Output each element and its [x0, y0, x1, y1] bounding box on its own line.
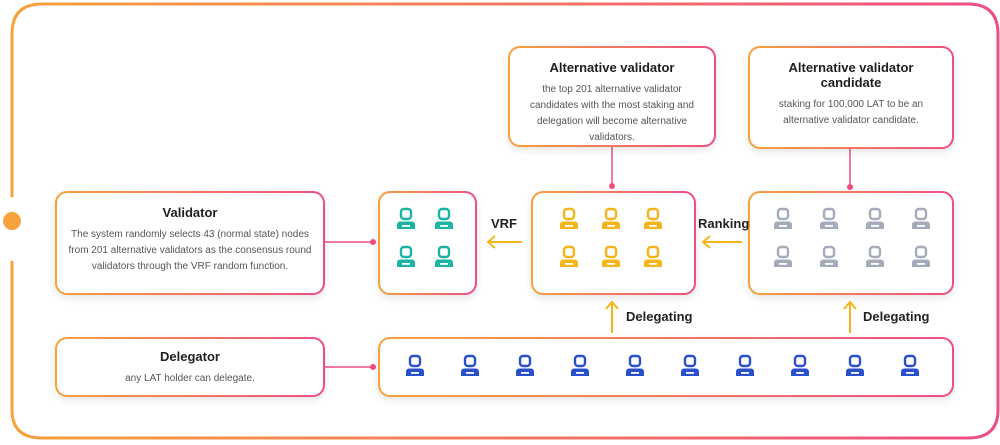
validator-icon-grid: [394, 207, 456, 269]
alt-candidate-desc: staking for 100,000 LAT to be an alterna…: [778, 99, 924, 126]
frame-dot: [3, 212, 21, 230]
user-icon: [560, 245, 578, 267]
connector-alt-validator: [609, 147, 615, 189]
user-icon: [435, 245, 453, 267]
delegator-title: Delegator: [160, 349, 220, 364]
delegator-info-box: Delegator any LAT holder can delegate.: [55, 337, 325, 397]
alt-candidate-title: Alternative validator candidate: [788, 60, 914, 90]
user-icon: [820, 207, 838, 229]
user-icon: [516, 354, 534, 376]
outer-frame: [10, 2, 1000, 440]
user-icon: [571, 354, 589, 376]
user-icon: [846, 354, 864, 376]
user-icon: [901, 354, 919, 376]
alt-validator-icons-box: [531, 191, 696, 295]
user-icon: [626, 354, 644, 376]
validator-icons-box: [378, 191, 477, 295]
user-icon: [791, 354, 809, 376]
user-icon: [560, 207, 578, 229]
user-icon: [397, 207, 415, 229]
user-icon: [644, 207, 662, 229]
connector-validator: [325, 239, 376, 245]
arrow-vrf: [486, 235, 522, 249]
user-icon: [397, 245, 415, 267]
arrow-delegating-right: [843, 300, 857, 333]
alt-validator-title: Alternative validator: [549, 60, 675, 75]
alt-validator-icon-grid: [557, 207, 665, 269]
arrow-delegating-left: [605, 300, 619, 333]
user-icon: [774, 245, 792, 267]
validator-info-box: Validator The system randomly selects 43…: [55, 191, 325, 295]
delegator-icon-grid: [403, 354, 922, 378]
ranking-label: Ranking: [698, 216, 750, 231]
arrow-ranking: [701, 235, 742, 249]
vrf-label: VRF: [491, 216, 517, 231]
validator-desc: The system randomly selects 43 (normal s…: [68, 229, 312, 272]
user-icon: [912, 245, 930, 267]
user-icon: [912, 207, 930, 229]
user-icon: [406, 354, 424, 376]
user-icon: [644, 245, 662, 267]
user-icon: [774, 207, 792, 229]
user-icon: [681, 354, 699, 376]
user-icon: [602, 207, 620, 229]
user-icon: [602, 245, 620, 267]
user-icon: [820, 245, 838, 267]
alt-candidate-icon-grid: [771, 207, 933, 269]
alt-validator-desc: the top 201 alternative validator candid…: [530, 84, 694, 143]
user-icon: [866, 245, 884, 267]
user-icon: [435, 207, 453, 229]
delegator-icons-box: [378, 337, 954, 397]
delegating-left-label: Delegating: [626, 309, 693, 324]
user-icon: [461, 354, 479, 376]
user-icon: [866, 207, 884, 229]
alt-validator-info-box: Alternative validator the top 201 altern…: [508, 46, 716, 147]
user-icon: [736, 354, 754, 376]
delegating-right-label: Delegating: [863, 309, 930, 324]
alt-candidate-info-box: Alternative validator candidate staking …: [748, 46, 954, 149]
delegator-desc: any LAT holder can delegate.: [125, 373, 255, 384]
connector-alt-candidate: [847, 149, 853, 190]
alt-candidate-icons-box: [748, 191, 954, 295]
connector-delegator: [325, 364, 376, 370]
validator-title: Validator: [162, 205, 218, 220]
